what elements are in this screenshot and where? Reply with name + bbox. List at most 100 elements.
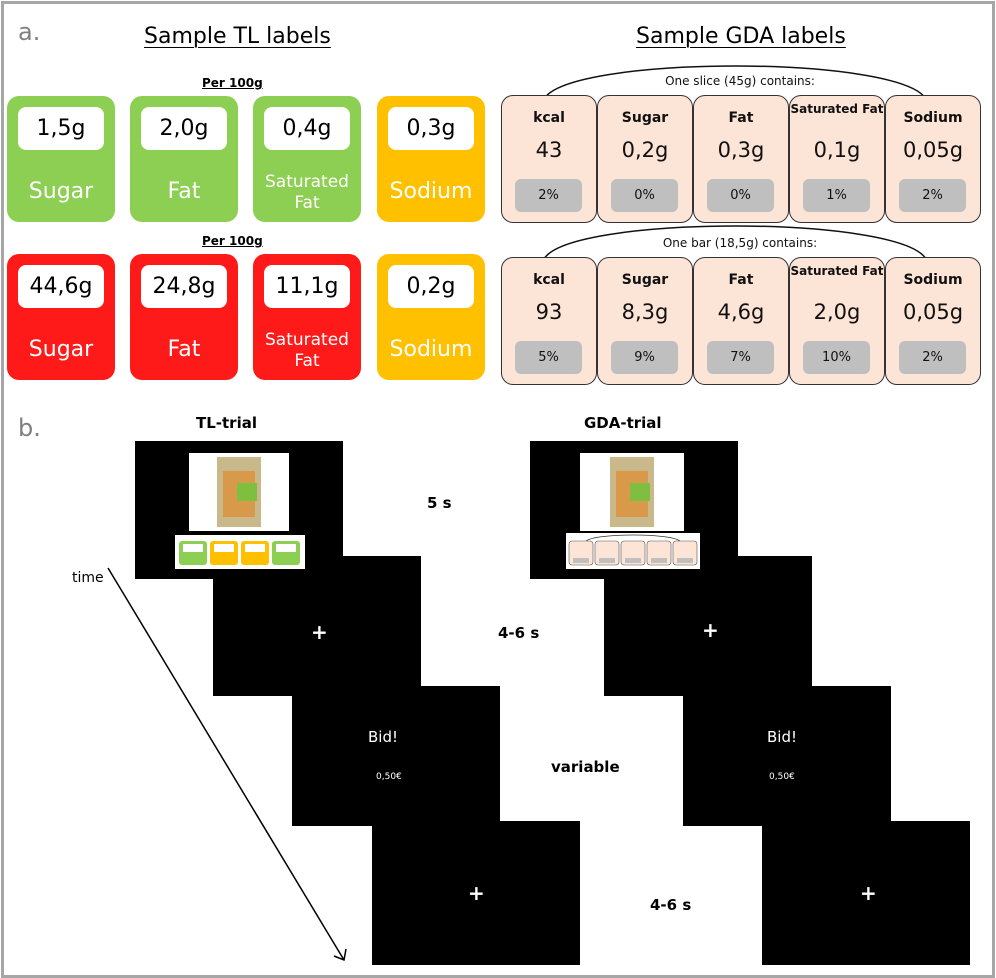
tl-label-sodium: 0,2g Sodium [377, 254, 485, 380]
gda-label-sodium: Sodium 0,05g 2% [885, 257, 981, 385]
tl-label-fat: 24,8g Fat [130, 254, 238, 380]
fixation-cross: + [860, 881, 877, 905]
tl-nutrient-name: Sodium [389, 179, 473, 204]
gda-percent: 5% [515, 341, 582, 374]
gda-screen-fixation-2: + [762, 821, 970, 965]
gda-value: 0,1g [813, 138, 861, 162]
tl-screen-product [135, 441, 343, 579]
tl-label-saturated-fat: 0,4g Saturated Fat [253, 96, 361, 222]
tl-label-sodium: 0,3g Sodium [377, 96, 485, 222]
gda-nutrient-label: Sugar [621, 272, 669, 288]
mini-tl-label [175, 535, 305, 569]
tl-label-fat: 2,0g Fat [130, 96, 238, 222]
gda-percent: 2% [899, 179, 966, 212]
tl-value: 2,0g [141, 107, 227, 150]
gda-percent: 7% [707, 341, 774, 374]
gda-value: 93 [535, 300, 563, 324]
gda-value: 43 [535, 138, 563, 162]
duration-fixation-1: 4-6 s [498, 624, 540, 642]
gda-label-sugar: Sugar 0,2g 0% [597, 95, 693, 223]
gda-section-title: Sample GDA labels [636, 24, 846, 49]
tl-value: 0,2g [388, 265, 474, 308]
tl-trial-title: TL-trial [196, 414, 257, 432]
tl-label-sugar: 1,5g Sugar [7, 96, 115, 222]
fixation-cross: + [702, 618, 719, 642]
duration-bid: variable [551, 758, 620, 776]
tl-nutrient-name: Sugar [28, 179, 94, 204]
bid-price: 0,50€ [376, 772, 402, 782]
gda-row2-bracket [543, 225, 927, 260]
tl-screen-bid: Bid! 0,50€ [292, 686, 500, 826]
gda-value: 0,05g [902, 300, 964, 324]
gda-nutrient-label: kcal [533, 110, 565, 126]
cereal-box-icon [217, 457, 261, 527]
tl-value: 44,6g [18, 265, 104, 308]
gda-nutrient-label: Fat [728, 272, 754, 288]
gda-label-kcal: kcal 43 2% [501, 95, 597, 223]
gda-value: 0,3g [717, 138, 765, 162]
gda-label-fat: Fat 4,6g 7% [693, 257, 789, 385]
bid-prompt: Bid! [368, 728, 398, 746]
tl-nutrient-name: Fat [167, 179, 201, 204]
gda-percent: 1% [803, 179, 870, 212]
gda-nutrient-label: Sugar [621, 110, 669, 126]
gda-row2-contains: One bar (18,5g) contains: [662, 236, 818, 250]
gda-nutrient-label: Sodium [903, 110, 963, 126]
time-label: time [72, 570, 104, 586]
panel-b-letter: b. [18, 414, 41, 442]
gda-nutrient-label: Saturated Fat [790, 102, 884, 116]
gda-percent: 2% [899, 341, 966, 374]
tl-screen-fixation-1: + [213, 556, 421, 696]
tl-nutrient-name: Fat [167, 337, 201, 362]
fixation-cross: + [468, 881, 485, 905]
tl-value: 24,8g [141, 265, 227, 308]
gda-row1-bracket [543, 65, 927, 100]
gda-screen-product [530, 441, 738, 579]
gda-nutrient-label: Saturated Fat [790, 264, 884, 278]
tl-section-title: Sample TL labels [144, 24, 331, 49]
tl-screen-fixation-2: + [372, 821, 580, 965]
gda-value: 4,6g [717, 300, 765, 324]
gda-percent: 10% [803, 341, 870, 374]
gda-percent: 9% [611, 341, 678, 374]
gda-value: 2,0g [813, 300, 861, 324]
tl-value: 11,1g [264, 265, 350, 308]
tl-nutrient-name: Saturated Fat [265, 330, 349, 371]
gda-label-sugar: Sugar 8,3g 9% [597, 257, 693, 385]
tl-value: 0,3g [388, 107, 474, 150]
product-image [189, 453, 289, 531]
tl-value: 0,4g [264, 107, 350, 150]
tl-label-saturated-fat: 11,1g Saturated Fat [253, 254, 361, 380]
tl-nutrient-name: Saturated Fat [265, 172, 349, 213]
tl-row1-per-100g: Per 100g [202, 76, 263, 90]
gda-value: 8,3g [621, 300, 669, 324]
gda-row1-contains: One slice (45g) contains: [665, 74, 815, 88]
mini-gda-icon [568, 534, 698, 566]
tl-nutrient-name: Sugar [28, 337, 94, 362]
tl-label-sugar: 44,6g Sugar [7, 254, 115, 380]
product-image [580, 453, 684, 531]
tl-row2-per-100g: Per 100g [202, 234, 263, 248]
gda-value: 0,2g [621, 138, 669, 162]
bid-price: 0,50€ [769, 772, 795, 782]
gda-label-fat: Fat 0,3g 0% [693, 95, 789, 223]
gda-nutrient-label: kcal [533, 272, 565, 288]
cereal-box-icon [610, 457, 654, 527]
gda-percent: 0% [611, 179, 678, 212]
gda-value: 0,05g [902, 138, 964, 162]
gda-label-sodium: Sodium 0,05g 2% [885, 95, 981, 223]
duration-fixation-2: 4-6 s [650, 896, 692, 914]
gda-label-saturated-fat: Saturated Fat 2,0g 10% [789, 257, 885, 385]
gda-screen-fixation-1: + [604, 556, 812, 696]
fixation-cross: + [311, 620, 328, 644]
gda-trial-title: GDA-trial [584, 414, 662, 432]
panel-a-letter: a. [18, 18, 41, 46]
gda-label-saturated-fat: Saturated Fat 0,1g 1% [789, 95, 885, 223]
mini-gda-label [566, 533, 700, 569]
gda-nutrient-label: Sodium [903, 272, 963, 288]
gda-nutrient-label: Fat [728, 110, 754, 126]
gda-screen-bid: Bid! 0,50€ [683, 686, 891, 826]
time-arrow [107, 567, 347, 962]
gda-percent: 0% [707, 179, 774, 212]
tl-nutrient-name: Sodium [389, 337, 473, 362]
